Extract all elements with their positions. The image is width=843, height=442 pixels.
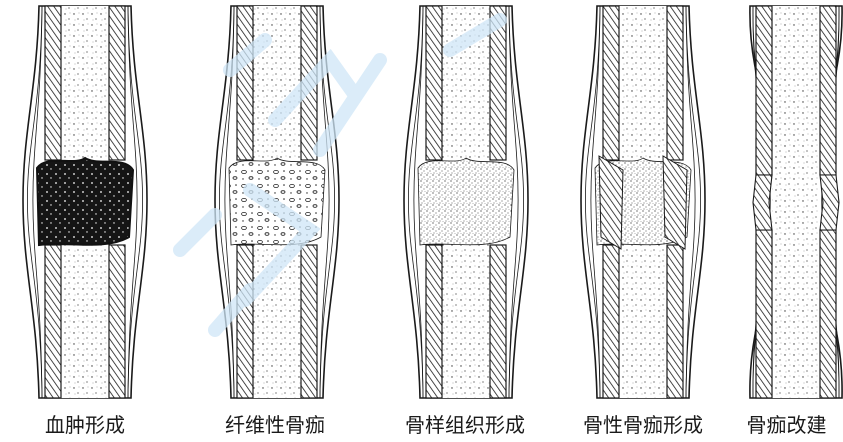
cortical-bone bbox=[667, 6, 683, 160]
panel-fibrous-callus bbox=[215, 6, 339, 398]
cortical-bone bbox=[667, 245, 683, 398]
cortical-bone bbox=[820, 230, 836, 398]
cortical-bone bbox=[45, 245, 61, 398]
cortical-bone bbox=[426, 6, 442, 160]
cortical-bone bbox=[45, 6, 61, 160]
cortical-bone bbox=[756, 6, 772, 175]
panel-remodeling bbox=[750, 6, 842, 398]
remodeled-cortex bbox=[753, 175, 772, 230]
marrow-cavity bbox=[772, 6, 820, 398]
cortical-bone bbox=[301, 6, 317, 160]
cortical-bone bbox=[109, 6, 125, 160]
woven-bone-bridge bbox=[599, 156, 623, 249]
cortical-bone bbox=[426, 245, 442, 398]
cortical-bone bbox=[109, 245, 125, 398]
osteoid-tissue bbox=[418, 158, 514, 245]
stage-label-remodeling: 骨痂改建 bbox=[730, 412, 843, 438]
stage-label-bony-callus: 骨性骨痂形成 bbox=[548, 412, 738, 438]
panel-bony-callus bbox=[581, 6, 705, 398]
cortical-bone bbox=[301, 245, 317, 398]
hematoma-clot bbox=[37, 158, 133, 245]
cortical-bone bbox=[820, 6, 836, 175]
cortical-bone bbox=[237, 245, 253, 398]
remodeled-cortex bbox=[820, 175, 839, 230]
cortical-bone bbox=[603, 6, 619, 160]
cortical-bone bbox=[490, 245, 506, 398]
woven-bone-bridge bbox=[663, 156, 687, 249]
panel-hematoma bbox=[23, 6, 147, 398]
stage-label-osteoid: 骨样组织形成 bbox=[370, 412, 560, 438]
cortical-bone bbox=[490, 6, 506, 160]
stage-label-fibrous-callus: 纤维性骨痂 bbox=[190, 412, 360, 438]
cortical-bone bbox=[237, 6, 253, 160]
panel-osteoid bbox=[404, 6, 528, 398]
cortical-bone bbox=[756, 230, 772, 398]
stage-label-hematoma: 血肿形成 bbox=[0, 412, 170, 438]
fibrous-callus bbox=[229, 158, 325, 245]
cortical-bone bbox=[603, 245, 619, 398]
